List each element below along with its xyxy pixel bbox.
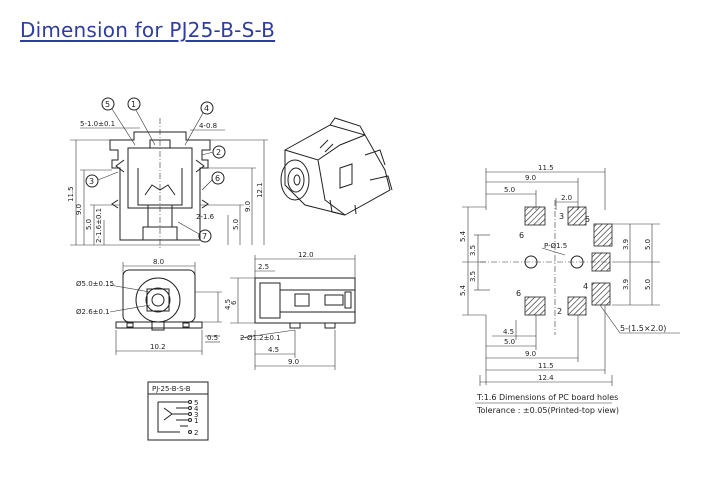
dim-side-w25: 2.5 [258, 263, 269, 271]
pad-label-5: 5 [585, 215, 590, 224]
pad-4 [591, 282, 611, 306]
dim-r-h1: 12.1 [256, 182, 264, 198]
dim-side-pin: 2-Ø1.2±0.1 [240, 334, 281, 342]
pad-label-4: 4 [583, 282, 588, 291]
dim-side-w90: 9.0 [288, 358, 299, 366]
dim-pcb-r39a: 3.9 [622, 239, 630, 250]
svg-text:1: 1 [131, 100, 136, 109]
dim-h-total: 11.5 [67, 186, 75, 202]
dim-h-mid: 9.0 [75, 204, 83, 215]
schematic-pin-5: 5 [194, 399, 198, 407]
callout-1: 1 [127, 97, 156, 146]
pad-label-2: 2 [557, 307, 562, 316]
dim-pcb-b45: 4.5 [503, 328, 514, 336]
dim-w-bottom: 10.2 [150, 343, 166, 351]
dim-pcb-slot: 5-(1.5×2.0) [620, 324, 666, 333]
hole-right [570, 255, 584, 269]
dim-pcb-b50: 5.0 [504, 338, 515, 346]
schematic-pin-1: 1 [194, 417, 198, 425]
dim-r-h3: 5.0 [232, 219, 240, 230]
front-view: 11.5 9.0 5.0 2-1.6±0.1 5-1.0±0.1 4-0.8 1… [67, 97, 268, 248]
dim-pcb-r50b: 5.0 [644, 279, 652, 290]
callout-6: 6 [201, 171, 225, 191]
dim-r-h4: 2-1.6 [196, 213, 215, 221]
dim-top-left: 5-1.0±0.1 [80, 120, 115, 128]
dim-pcb-w115: 11.5 [538, 164, 554, 172]
dim-pcb-l35b: 3.5 [469, 271, 477, 282]
pcb-note-line1: T:1.6 Dimensions of PC board holes [476, 393, 618, 402]
schematic-label: PJ-25-B-S-B [152, 385, 191, 393]
pad-3 [567, 206, 587, 226]
schematic: PJ-25-B-S-B 5 4 3 1 2 [147, 381, 209, 441]
pad-6-top [524, 206, 546, 226]
svg-text:5: 5 [105, 100, 110, 109]
dim-pcb-w50: 5.0 [504, 186, 515, 194]
dim-pcb-hole: P-Ø1.5 [544, 242, 567, 250]
dim-h-45: 4.5 [224, 299, 232, 310]
dim-pcb-r50a: 5.0 [644, 239, 652, 250]
dim-pcb-w20: 2.0 [561, 194, 572, 202]
svg-text:7: 7 [202, 232, 207, 241]
dim-d-big: Ø5.0±0.15 [76, 280, 114, 288]
svg-text:6: 6 [215, 174, 220, 183]
pad-label-3: 3 [559, 212, 564, 221]
callout-7: 7 [177, 221, 212, 243]
dim-w-top: 8.0 [153, 258, 164, 266]
callout-5: 5 [101, 97, 136, 146]
dim-side-w45: 4.5 [268, 346, 279, 354]
dim-pcb-l35a: 3.5 [469, 245, 477, 256]
dim-pcb-w90: 9.0 [525, 174, 536, 182]
schematic-pin-2: 2 [194, 429, 198, 437]
pad-label-6a: 6 [519, 231, 524, 240]
schematic-pin-3: 3 [194, 411, 198, 419]
callout-4: 4 [184, 101, 214, 146]
svg-text:2: 2 [216, 148, 221, 157]
callout-2: 2 [201, 145, 226, 159]
side-view: 12.0 2.5 6 2-Ø1.2±0.1 4.5 9.0 [230, 251, 356, 370]
pcb-note-line2: Tolerance : ±0.05(Printed-top view) [476, 406, 619, 415]
svg-text:3: 3 [89, 177, 94, 186]
pad-label-6b: 6 [516, 289, 521, 298]
dim-pcb-b124: 12.4 [538, 374, 554, 382]
dim-pcb-r39b: 3.9 [622, 279, 630, 290]
pad-6-bottom [524, 296, 546, 316]
isometric-view [280, 117, 393, 216]
dim-pcb-l54b: 5.4 [459, 284, 467, 296]
pcb-layout: 11.5 9.0 5.0 2.0 P-Ø1.5 6 3 5 6 2 4 [459, 164, 680, 415]
callout-3: 3 [85, 171, 119, 188]
dim-h-small: 2-1.6±0.1 [95, 208, 103, 243]
bottom-view: 8.0 Ø5.0±0.15 Ø2.6±0.1 4.5 10.2 0.5 [76, 258, 232, 355]
pad-2 [567, 296, 587, 316]
page-title: Dimension for PJ25-B-S-B [20, 18, 276, 42]
dim-side-h6: 6 [230, 300, 238, 305]
svg-text:4: 4 [204, 104, 209, 113]
dim-side-w-total: 12.0 [298, 251, 314, 259]
dim-h-low: 5.0 [85, 219, 93, 230]
pad-5 [593, 223, 613, 247]
pad-center-right [591, 252, 611, 272]
dim-pcb-b90: 9.0 [525, 350, 536, 358]
dim-h-05: 0.5 [207, 334, 218, 342]
dim-r-h2: 9.0 [244, 201, 252, 212]
dim-pcb-b115: 11.5 [538, 362, 554, 370]
schematic-pin-4: 4 [194, 405, 199, 413]
dim-top-right: 4-0.8 [199, 122, 217, 130]
dim-pcb-l54a: 5.4 [459, 230, 467, 242]
hole-left [524, 255, 538, 269]
dim-d-small: Ø2.6±0.1 [76, 308, 110, 316]
